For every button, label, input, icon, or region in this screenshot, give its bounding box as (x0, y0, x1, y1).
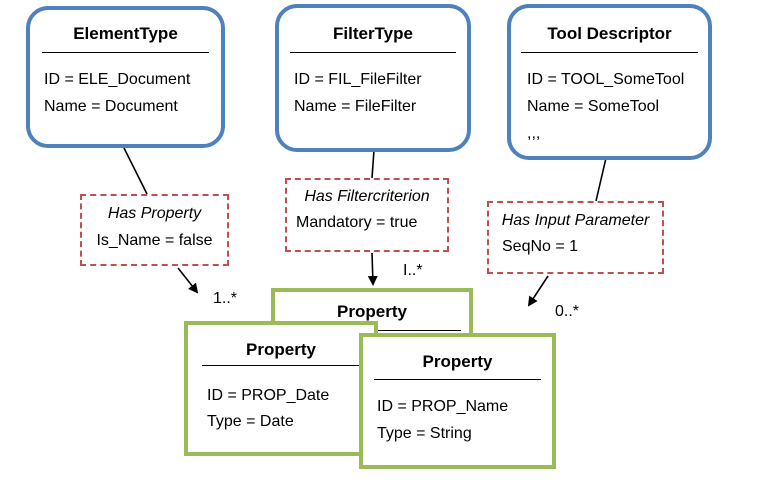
property-back-title: Property (337, 302, 407, 321)
has-filtercriterion-box: Has Filtercriterion Mandatory = true (285, 178, 449, 252)
arrow-hasinputparameter-property (527, 275, 549, 307)
property-date-type: Type = Date (207, 413, 294, 430)
has-property-is-name: Is_Name = false (96, 232, 213, 249)
tool-descriptor-ellipsis: ,,, (527, 125, 541, 142)
tool-descriptor-divider (521, 52, 698, 53)
filter-type-divider (290, 52, 456, 53)
connector-filtertype-hasfiltercriterion (371, 149, 375, 179)
connector-elementtype-hasproperty (122, 145, 148, 195)
property-name-box: Property ID = PROP_Name Type = String (359, 333, 556, 469)
tool-descriptor-box: Tool Descriptor ID = TOOL_SomeTool Name … (507, 4, 712, 160)
filter-type-name: Name = FileFilter (294, 98, 417, 115)
property-name-type: Type = String (377, 425, 472, 442)
has-input-parameter-box: Has Input Parameter SeqNo = 1 (487, 201, 664, 274)
element-type-name: Name = Document (44, 98, 178, 115)
multiplicity-left: 1..* (213, 290, 238, 307)
property-date-id: ID = PROP_Date (207, 387, 330, 404)
arrow-hasproperty-property (177, 267, 199, 294)
element-type-id: ID = ELE_Document (44, 71, 191, 88)
element-type-title: ElementType (73, 24, 178, 43)
tool-descriptor-name: Name = SomeTool (527, 98, 660, 115)
property-date-box: Property ID = PROP_Date Type = Date (184, 321, 378, 456)
property-name-id: ID = PROP_Name (377, 398, 509, 415)
connector-tooldescriptor-hasinputparameter (595, 157, 607, 202)
has-property-title: Has Property (107, 205, 202, 222)
has-filtercriterion-mandatory: Mandatory = true (296, 214, 418, 231)
has-input-parameter-title: Has Input Parameter (501, 212, 650, 229)
property-date-title: Property (246, 340, 316, 359)
has-filtercriterion-title: Has Filtercriterion (304, 188, 430, 205)
multiplicity-center: I..* (403, 262, 423, 279)
has-input-parameter-seqno: SeqNo = 1 (502, 238, 579, 255)
has-property-box: Has Property Is_Name = false (80, 194, 229, 266)
filter-type-title: FilterType (333, 24, 413, 43)
filter-type-box: FilterType ID = FIL_FileFilter Name = Fi… (275, 4, 471, 152)
filter-type-id: ID = FIL_FileFilter (294, 71, 422, 88)
tool-descriptor-id: ID = TOOL_SomeTool (527, 71, 685, 88)
element-type-box: ElementType ID = ELE_Document Name = Doc… (26, 6, 225, 148)
element-type-divider (42, 52, 209, 53)
property-name-title: Property (422, 352, 493, 371)
property-date-divider (202, 365, 364, 366)
property-name-divider (374, 379, 541, 380)
arrow-hasfiltercriterion-property (367, 252, 378, 286)
tool-descriptor-title: Tool Descriptor (547, 24, 672, 43)
multiplicity-right: 0..* (555, 303, 580, 320)
